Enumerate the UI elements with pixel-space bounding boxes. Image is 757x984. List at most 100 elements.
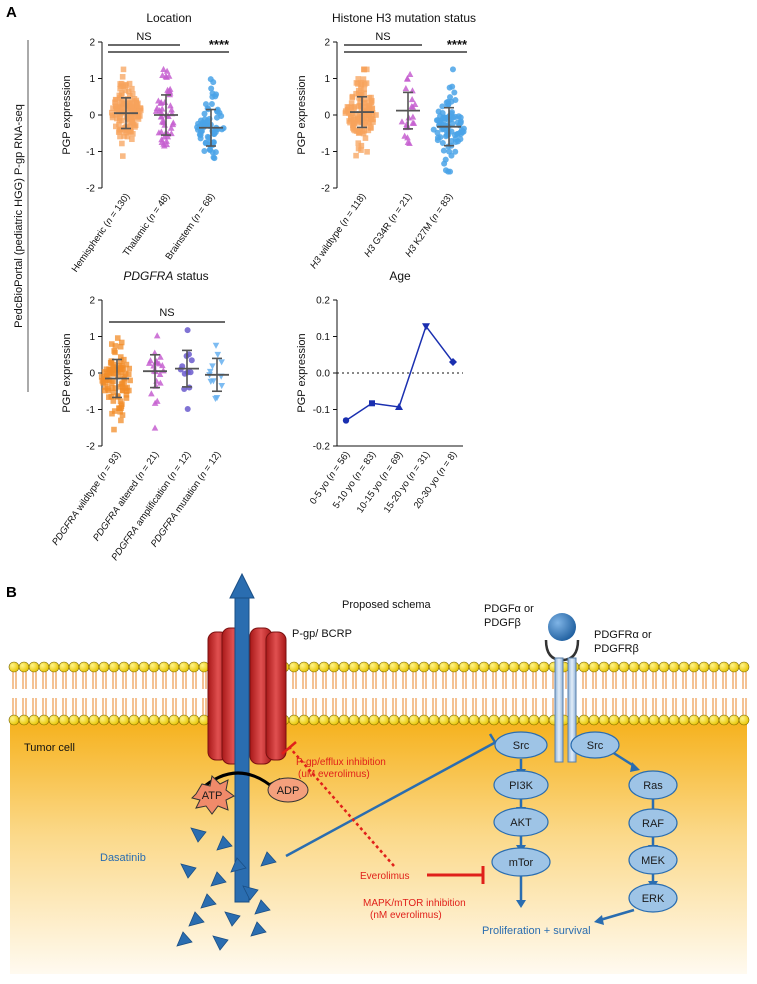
data-point [439,140,446,147]
data-point [119,384,126,391]
data-point [457,119,464,126]
data-point [350,126,357,133]
schema-title: Proposed schema [342,599,432,611]
data-point [360,130,367,137]
data-point [156,370,164,377]
data-point [108,393,115,400]
data-point [113,103,119,109]
lipid-head [668,661,680,673]
y-tick-label: 1 [89,332,95,343]
data-point [123,388,130,394]
data-point [210,154,217,161]
data-point [369,105,376,112]
lipid-head [438,714,450,726]
data-point [368,99,375,106]
data-point [158,109,165,116]
efflux-inhibition-label-1: P-gp/efflux inhibition [296,757,386,768]
category-label: PDGFRA wildtype (n = 93) [50,449,123,547]
data-point [361,86,367,93]
data-point [112,112,119,118]
chart-title-italic: PDGFRA [123,269,173,283]
lipid-head [28,661,40,673]
data-point [122,370,129,377]
category-label-n: n [340,215,352,226]
data-point [110,378,116,385]
panel-a-label: A [6,4,17,21]
pdgf-receptor [544,613,580,763]
y-tick-label: 0 [89,111,95,122]
data-point [360,76,367,82]
lipid-head [128,661,140,673]
significance-label: **** [447,37,468,52]
data-point [409,103,417,110]
data-point [127,377,133,384]
lipid-head [628,714,640,726]
significance-label: NS [159,307,174,319]
lipid-head [38,661,50,673]
lipid-head [718,661,730,673]
category-label-count: = 31) [409,449,432,475]
lipid-head [708,661,720,673]
category-label-n: n [135,470,147,481]
data-point [344,107,351,113]
data-point [118,339,125,346]
y-axis-label: PGP expression [61,333,73,412]
data-point [361,81,368,88]
data-point [124,96,131,102]
significance-label: **** [209,37,230,52]
data-point [118,381,125,387]
data-point [117,133,123,140]
data-point [214,351,222,358]
data-point [99,378,106,384]
node-mek [628,845,678,875]
data-point [346,118,352,124]
data-point [127,104,134,111]
lipid-head [538,661,550,673]
receptor-label-2: PDGFRβ [594,643,639,655]
data-point [362,104,369,111]
dasatinib-molecules [176,827,277,951]
y-tick-label: -1 [321,147,330,158]
data-point [356,129,363,136]
data-point [109,371,116,377]
dasatinib-molecule [176,931,193,947]
ligand-label-1: PDGFα or [484,603,534,615]
category-label-count: = 12) [200,449,223,475]
data-point [120,108,126,115]
data-point [441,114,448,121]
dasatinib-molecule [212,935,229,951]
category-label-text: altered ( [114,473,145,511]
data-point [365,127,372,134]
data-point [121,356,127,363]
data-point [204,133,211,140]
category-label-n: n [146,212,158,223]
node-mtor [491,847,551,877]
data-point [109,410,115,417]
lipid-head [418,714,430,726]
chart-title-rest: status [173,269,208,283]
lipid-head [78,661,90,673]
category-label-count: = 118) [343,191,369,221]
y-tick-label: 1 [324,74,330,85]
atp-adp-reaction: ATP ADP [191,771,309,815]
category-label: Brainstem (n = 68) [163,191,217,262]
lipid-head [708,714,720,726]
lipid-head [408,661,420,673]
data-point [109,112,116,119]
category-label-italic: PDGFRA [50,509,82,548]
efflux-inhibition-label-2: (uM everolimus) [298,769,370,780]
data-point [349,93,356,100]
dasatinib-molecule [190,827,207,843]
category-label-count: = 56) [329,449,352,475]
lipid-head [648,661,660,673]
data-point [137,113,143,119]
lipid-head [528,661,540,673]
data-point [118,92,125,99]
node-pi3k [493,770,549,800]
chart-title: Location [146,11,191,25]
data-point [212,395,219,402]
category-label-n: n [103,216,115,227]
data-point [117,81,123,87]
data-point [163,137,170,144]
